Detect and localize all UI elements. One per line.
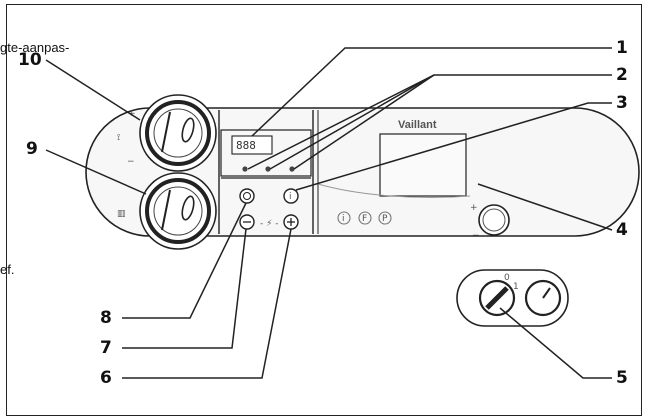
hot-water-knob[interactable] [139, 94, 217, 172]
lcd-digits: 888 [236, 139, 256, 152]
power-button[interactable] [239, 188, 255, 204]
svg-text:−: − [472, 231, 480, 241]
callout-7: 7 [100, 338, 112, 358]
callout-3: 3 [616, 93, 628, 113]
heating-knob[interactable] [139, 172, 217, 250]
led-right [289, 166, 295, 172]
radiator-icon: ▥ [117, 209, 126, 219]
callout-1: 1 [616, 38, 628, 58]
hot-water-minus: − [127, 157, 135, 167]
led-left [242, 166, 248, 172]
callout-2: 2 [616, 65, 628, 85]
callout-4: 4 [616, 220, 628, 240]
svg-text:i: i [342, 214, 345, 224]
switch-label-off: 0 [504, 273, 510, 283]
tap-icon: ⟟ [117, 133, 120, 143]
figure-frame [6, 4, 642, 416]
svg-text:+: + [470, 203, 478, 213]
info-icon: i [289, 192, 292, 202]
chimney-sweep-icon: - ⚡ - [260, 219, 279, 229]
callout-9: 9 [26, 139, 38, 159]
callout-8: 8 [100, 308, 112, 328]
clipped-text-left: ef. [0, 262, 15, 277]
indicator-p [378, 211, 392, 225]
control-panel-body [85, 107, 640, 237]
switch-label-on: 1 [513, 282, 519, 292]
callout-10: 10 [18, 50, 42, 70]
panel-curve [317, 183, 471, 198]
brand-logo: Vaillant [398, 119, 437, 131]
indicator-i [337, 211, 351, 225]
svg-text:F: F [362, 214, 367, 224]
led-mid [265, 166, 271, 172]
svg-text:P: P [382, 214, 388, 224]
display-bezel [220, 129, 312, 177]
info-button[interactable] [283, 188, 299, 204]
indicator-f [358, 211, 372, 225]
clipped-text-top: gte-aanpas- [0, 40, 70, 55]
callout-5: 5 [616, 368, 628, 388]
leader-lines [45, 47, 613, 379]
callout-6: 6 [100, 368, 112, 388]
